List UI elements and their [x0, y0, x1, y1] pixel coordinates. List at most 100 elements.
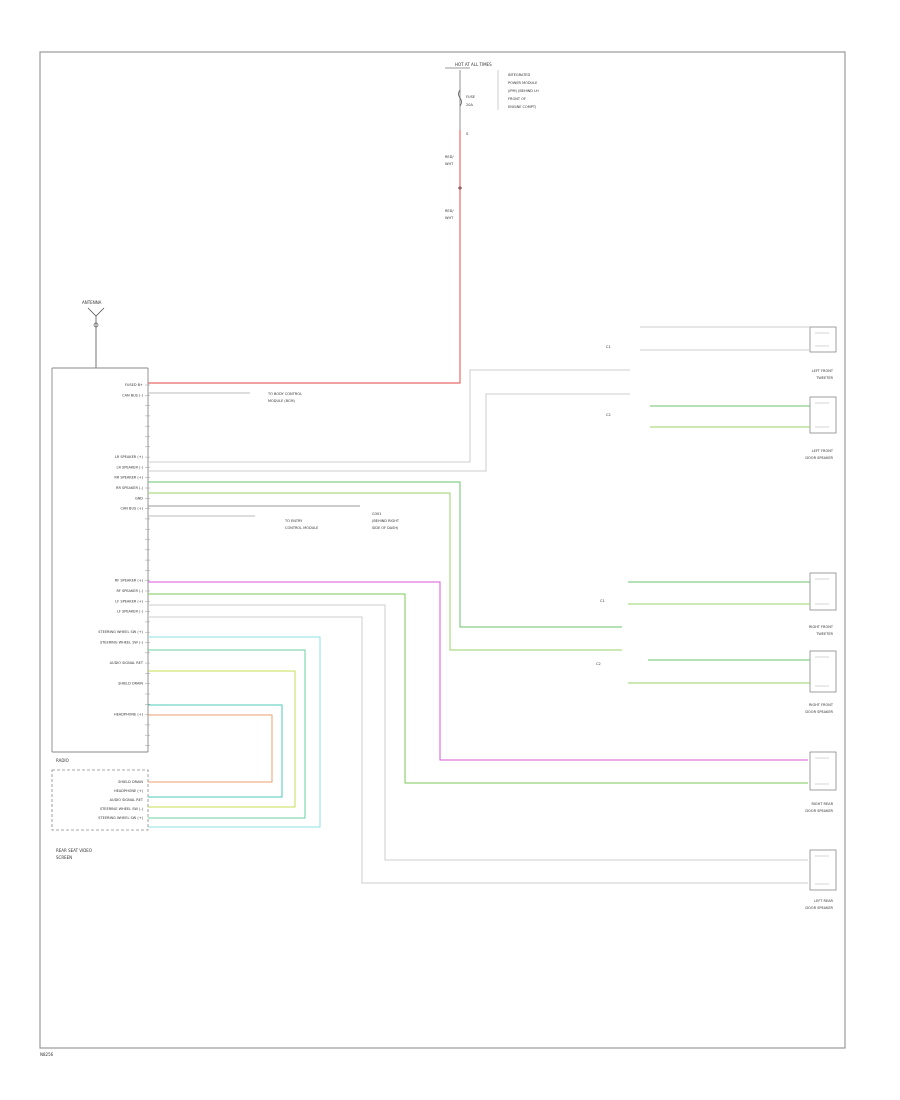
rear-pin-label: SHIELD DRAIN — [118, 780, 143, 784]
ipm-note-line2: POWER MODULE — [508, 81, 537, 85]
speaker-connector — [809, 326, 837, 353]
harness-wire — [148, 481, 622, 628]
radio-pin-label: HEADPHONE (+) — [114, 713, 144, 717]
speaker-label: LEFT FRONT — [812, 449, 834, 453]
radio-pin-label: CAN BUS (+) — [120, 507, 143, 511]
entry-connector-line1: TO ENTRY — [284, 519, 303, 523]
ground-line1: G301 — [372, 512, 381, 516]
harness-wire — [148, 593, 808, 784]
harness-wire — [148, 369, 630, 463]
ipm-note-line4: FRONT OF — [508, 97, 526, 101]
radio-pin-label: LR SPEAKER (-) — [117, 465, 144, 469]
rear-seat-video-module: REAR SEAT VIDEO SCREEN — [51, 769, 149, 860]
power-wire-color-2a: RED/ — [445, 209, 454, 213]
ipm-note-line1: INTEGRATED — [508, 73, 530, 77]
speaker-connector — [809, 751, 837, 791]
speaker-label: LEFT REAR — [814, 899, 833, 903]
speaker-label-sub: TWEETER — [815, 632, 833, 636]
speaker-terminal — [815, 332, 829, 347]
radio-pin-list: FUSED B+ CAN BUS (-) LR SPEAKER (+) LR SPEA… — [98, 383, 150, 746]
bcm-connector-line1: TO BODY CONTROL — [267, 392, 302, 396]
rear-pin-label: STEERING WHEEL SW (+) — [98, 816, 143, 820]
harness-wire — [148, 604, 808, 861]
power-wire-color-1b: WHT — [445, 162, 454, 166]
entry-connector-line2: CONTROL MODULE — [285, 526, 318, 530]
radio-pin-label: RR SPEAKER (+) — [114, 476, 143, 480]
rear-pin-list: SHIELD DRAIN HEADPHONE (+) AUDIO SIGNAL RE… — [98, 780, 144, 820]
radio-pin-label: RF SPEAKER (-) — [116, 589, 143, 593]
speaker-label-sub: DOOR SPEAKER — [805, 906, 833, 910]
harness-wire — [148, 581, 808, 761]
harness-wire — [148, 636, 321, 828]
speaker-terminal — [815, 757, 829, 785]
speaker-connector — [809, 396, 837, 434]
antenna: ANTENNA — [82, 300, 105, 368]
speaker-connector — [809, 650, 837, 693]
rear-module-name: REAR SEAT VIDEO — [56, 848, 92, 853]
radio-pin-label: CAN BUS (-) — [122, 393, 143, 397]
ground-line3: SIDE OF DASH) — [372, 526, 399, 530]
ground-line2: (BEHIND RIGHT — [372, 519, 400, 523]
speaker-label: LEFT FRONT — [812, 369, 834, 373]
radio-module: RADIO — [51, 367, 149, 763]
power-wire-color-1a: RED/ — [445, 155, 454, 159]
power-source: HOT AT ALL TIMES INTEGRATED POWER MODULE… — [445, 62, 539, 220]
footer-code: N8256 — [40, 1052, 54, 1057]
antenna-label: ANTENNA — [82, 300, 102, 305]
connector-tag-2: C2 — [606, 413, 611, 417]
power-wire — [148, 130, 461, 384]
radio-pin-label: FUSED B+ — [125, 383, 143, 387]
radio-pin-label: LR SPEAKER (+) — [115, 455, 144, 459]
power-wire-color-2b: WHT — [445, 216, 454, 220]
fuse-label: FUSE — [466, 95, 475, 99]
harness-wire — [148, 714, 273, 783]
radio-pin-label: AUDIO SIGNAL RET — [110, 661, 144, 665]
speaker-terminal — [815, 855, 829, 885]
antenna-icon — [87, 307, 105, 368]
speaker-label: RIGHT FRONT — [809, 625, 834, 629]
splice-label: S — [466, 132, 469, 136]
speaker-terminal — [815, 656, 829, 687]
radio-pin-label: STEERING WHEEL SW (-) — [100, 641, 144, 645]
speaker-label-sub: TWEETER — [815, 376, 833, 380]
radio-pin-label: RF SPEAKER (+) — [115, 579, 144, 583]
speaker-terminal — [815, 402, 829, 428]
speaker-label-sub: DOOR SPEAKER — [805, 710, 833, 714]
bcm-connector-line2: MODULE (BCM) — [268, 399, 295, 403]
radio-pin-label: GND — [135, 496, 143, 500]
speaker-components: LEFT FRONT TWEETER LEFT FRONT DOOR SPEAKER R… — [628, 326, 837, 910]
connector-tag-1: C1 — [606, 345, 611, 349]
speaker-terminal — [815, 578, 829, 605]
harness-wire — [148, 492, 622, 651]
radio-label: RADIO — [56, 758, 69, 763]
radio-pin-label: STEERING WHEEL SW (+) — [98, 630, 143, 634]
rear-pin-label: HEADPHONE (+) — [114, 789, 144, 793]
fuse-amp: 20A — [466, 103, 473, 107]
ipm-note-line5: ENGINE COMPT) — [508, 105, 537, 109]
diagram-frame — [39, 51, 846, 1049]
rear-pin-label: AUDIO SIGNAL RET — [110, 798, 144, 802]
speaker-label: RIGHT FRONT — [809, 703, 834, 707]
radio-pin-label: RR SPEAKER (-) — [116, 486, 144, 490]
rear-pin-label: STEERING WHEEL SW (-) — [100, 807, 144, 811]
hot-at-all-times-label: HOT AT ALL TIMES — [455, 62, 492, 67]
harness-wire — [148, 670, 296, 808]
speaker-label: RIGHT REAR — [811, 802, 833, 806]
wire-group — [148, 369, 808, 884]
radio-pin-label: LF SPEAKER (+) — [115, 599, 143, 603]
connector-tag-3: C1 — [600, 599, 605, 603]
radio-pin-label: LF SPEAKER (-) — [117, 610, 144, 614]
speaker-connector — [809, 849, 837, 891]
harness-wire — [148, 704, 283, 798]
ipm-note-line3: (IPM) (BEHIND LH — [508, 89, 539, 93]
speaker-connector — [809, 572, 837, 611]
speaker-label-sub: DOOR SPEAKER — [805, 809, 833, 813]
harness-wire — [148, 649, 306, 819]
fuse-symbol — [458, 89, 462, 107]
harness-wire — [148, 393, 630, 472]
rear-module-name-2: SCREEN — [56, 855, 72, 860]
radio-pin-label: SHIELD DRAIN — [118, 682, 143, 686]
connector-tag-4: C2 — [596, 662, 601, 666]
harness-wire — [148, 616, 808, 884]
